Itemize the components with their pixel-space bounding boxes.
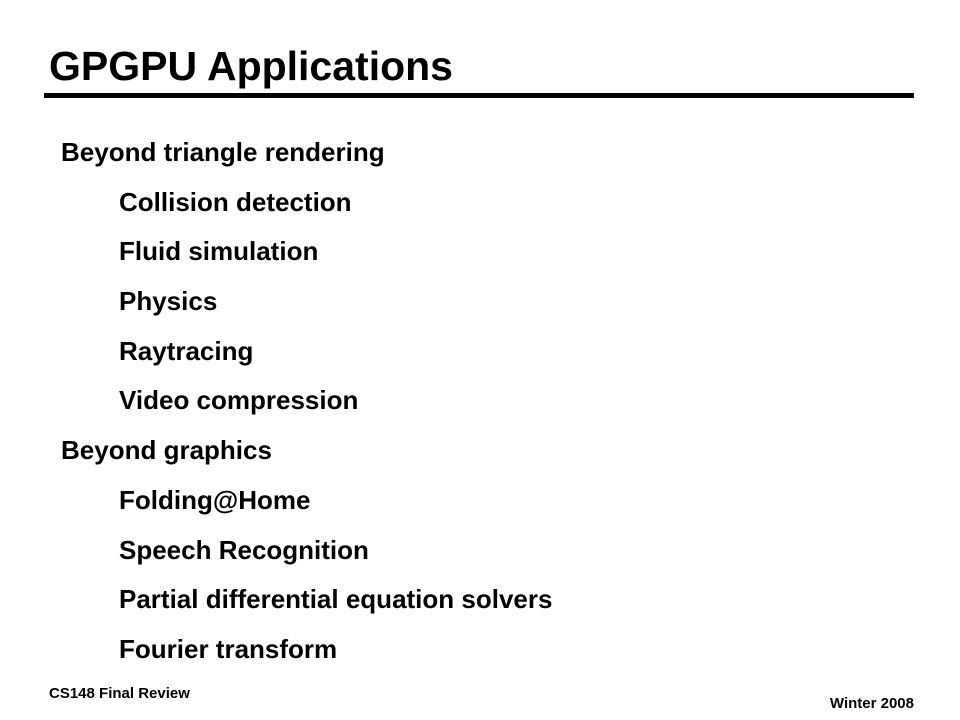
list-item: Fluid simulation [119,236,319,267]
title-underline [44,93,914,98]
list-item: Fourier transform [119,633,338,664]
list-item: Partial differential equation solvers [119,584,553,615]
footer-course: CS148 Final Review [49,685,190,702]
list-item: Folding@Home [119,484,311,515]
list-item: Video compression [119,385,359,416]
list-item: Physics [119,286,218,317]
bullet-list: Beyond triangle rendering Collision dete… [0,128,960,675]
slide-title: GPGPU Applications [49,43,453,89]
list-item: Raytracing [119,335,254,366]
list-item: Beyond graphics [61,435,272,466]
list-item: Speech Recognition [119,534,369,565]
footer-term: Winter 2008 [829,695,914,712]
list-item: Beyond triangle rendering [61,137,385,167]
list-item: Collision detection [119,186,352,217]
